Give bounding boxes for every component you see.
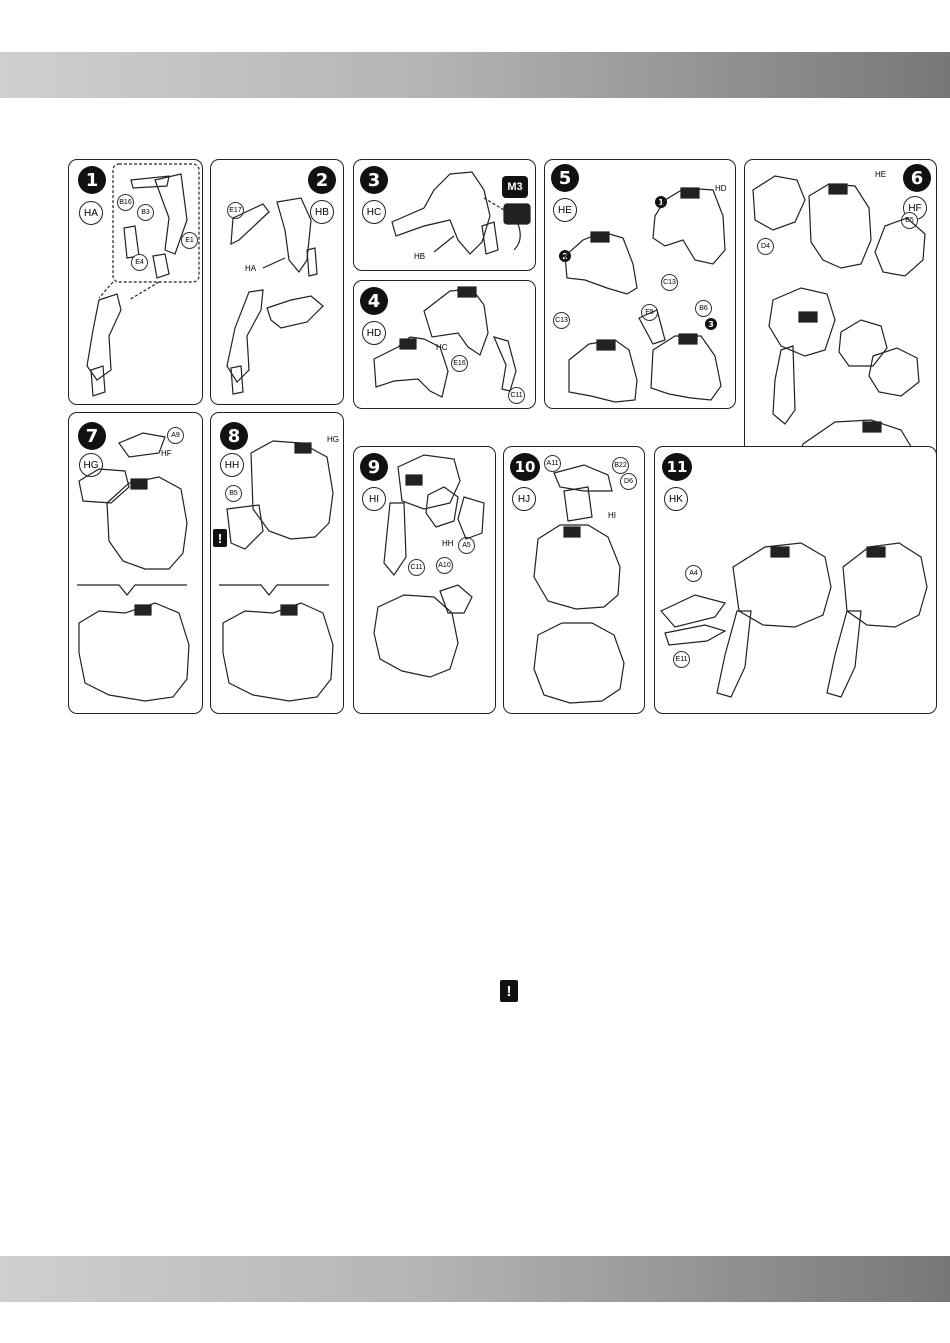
step-11-panel: 11 HK A4 E11: [654, 446, 937, 714]
step-3-illustration: [354, 160, 537, 272]
step-4-illustration: [354, 281, 537, 410]
warning-icon: !: [500, 980, 518, 1002]
part-b3: B3: [137, 204, 154, 221]
step-1-illustration: [69, 160, 204, 406]
step-1-panel: 1 HA B16 B3 E1 E4: [68, 159, 203, 405]
step-5-illustration: [545, 160, 737, 410]
step-4-panel: 4 HD HC E16 C11: [353, 280, 536, 409]
part-e4: E4: [131, 254, 148, 271]
step-2-panel: 2 HB E17 HA: [210, 159, 344, 405]
part-b16: B16: [117, 194, 134, 211]
part-e1: E1: [181, 232, 198, 249]
step-2-illustration: [211, 160, 345, 406]
step-9-panel: 9 HI A5 C11 A10 HH: [353, 446, 496, 714]
footer-band: [0, 1256, 950, 1302]
step-8-panel: 8 HH HG B5 !: [210, 412, 344, 714]
step-7-panel: 7 HG A9 HF: [68, 412, 203, 714]
step-10-panel: 10 HJ A11 B22 D6 HI: [503, 446, 645, 714]
step-8-illustration: [211, 413, 345, 715]
step-10-illustration: [504, 447, 646, 715]
step-9-illustration: [354, 447, 497, 715]
step-5-panel: 5 HE 1 2 3 HD C13 C13 E5 B6: [544, 159, 736, 409]
step-11-illustration: [655, 447, 938, 715]
header-band: [0, 52, 950, 98]
step-7-illustration: [69, 413, 204, 715]
step-3-panel: 3 HC M3 HB: [353, 159, 536, 271]
